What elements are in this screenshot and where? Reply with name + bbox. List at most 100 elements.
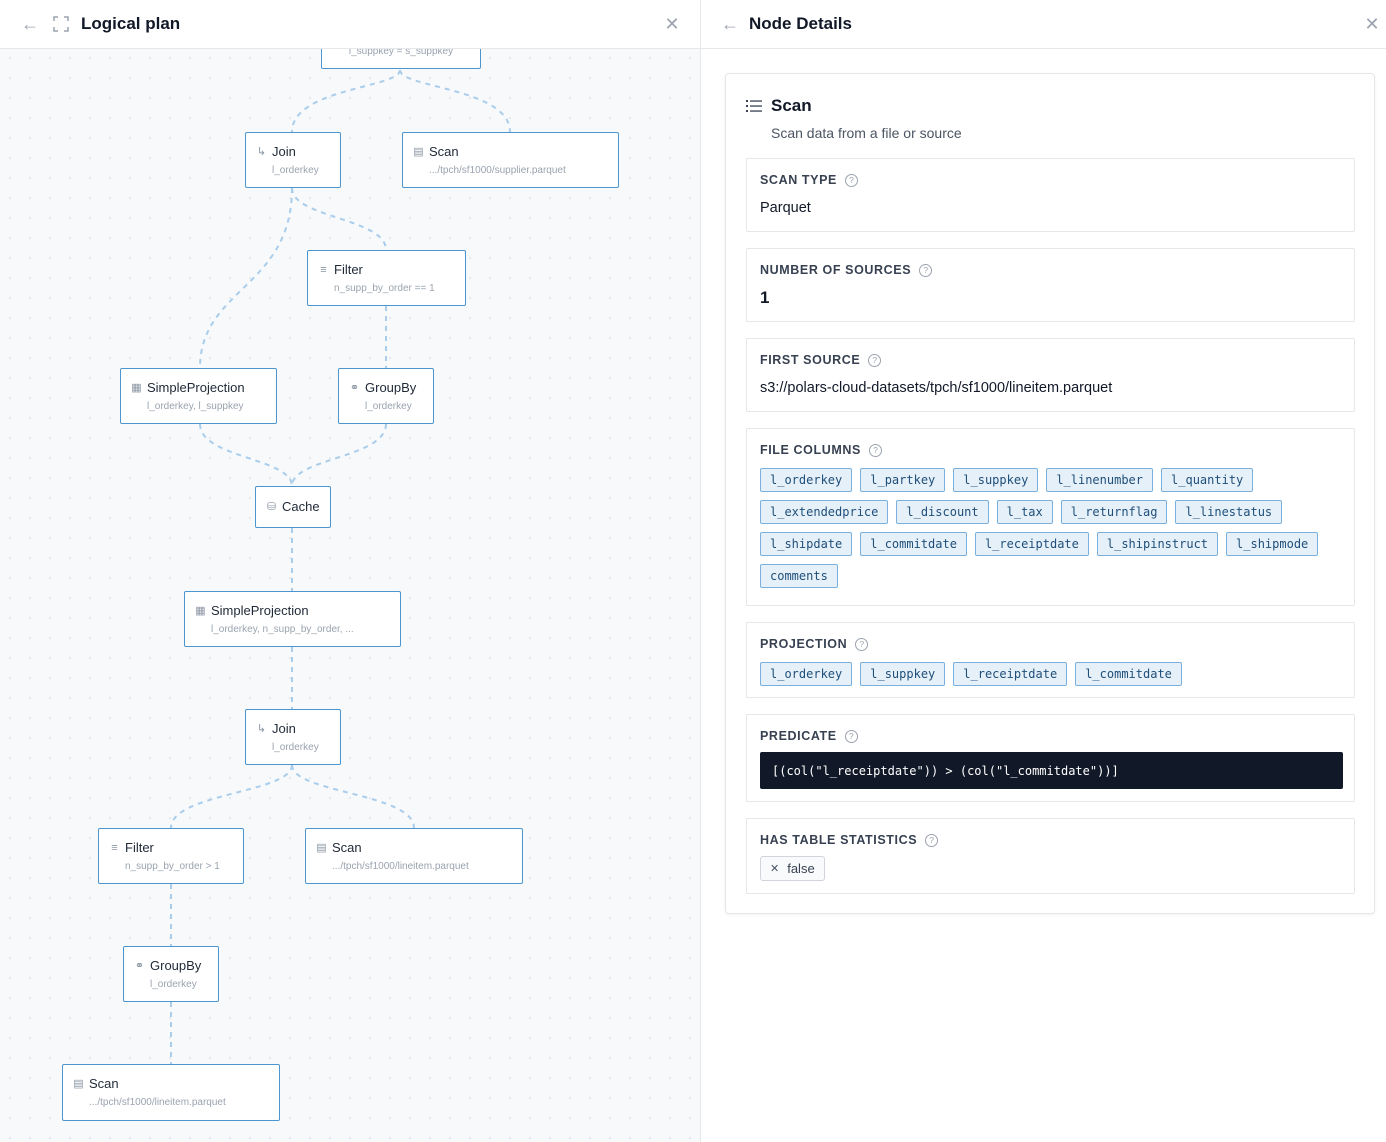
help-icon[interactable]: ? — [925, 833, 939, 847]
logical-plan-header: ← Logical plan ✕ — [0, 0, 700, 49]
column-chip: l_quantity — [1161, 468, 1254, 492]
back-arrow-icon[interactable]: ← — [721, 13, 739, 34]
help-icon[interactable]: ? — [919, 263, 933, 277]
help-icon[interactable]: ? — [868, 353, 882, 367]
first-source-section: FIRST SOURCE? s3://polars-cloud-datasets… — [746, 338, 1355, 412]
back-arrow-icon[interactable]: ← — [21, 13, 39, 34]
node-subtitle: l_orderkey, l_suppkey — [147, 401, 244, 412]
node-subtitle: l_orderkey — [272, 165, 319, 176]
list-icon — [746, 99, 762, 113]
node-title: SimpleProjection — [211, 603, 309, 618]
join-icon: ↳ — [256, 723, 267, 735]
section-label: SCAN TYPE — [760, 173, 837, 187]
plan-node-scan[interactable]: ▤ Scan .../tpch/sf1000/supplier.parquet — [402, 132, 619, 188]
plan-node-filter[interactable]: ≡ Filter n_supp_by_order == 1 — [307, 250, 466, 306]
close-icon[interactable]: ✕ — [664, 13, 680, 34]
database-icon: ⛁ — [266, 501, 277, 513]
panel-title: Logical plan — [81, 14, 181, 33]
column-chip: l_suppkey — [860, 662, 946, 686]
node-details-header: ← Node Details ✕ — [701, 0, 1386, 49]
scan-type-section: SCAN TYPE? Parquet — [746, 158, 1355, 232]
node-title: Scan — [332, 840, 362, 855]
scan-type-value: Parquet — [760, 200, 811, 216]
help-icon[interactable]: ? — [855, 637, 869, 651]
node-title: GroupBy — [150, 958, 202, 973]
node-subtitle: .../tpch/sf1000/lineitem.parquet — [89, 1097, 226, 1108]
first-source-value: s3://polars-cloud-datasets/tpch/sf1000/l… — [760, 380, 1113, 396]
drive-icon: ▤ — [73, 1078, 84, 1090]
plan-node-groupby[interactable]: ⚭ GroupBy l_orderkey — [123, 946, 219, 1002]
plan-canvas[interactable]: l_suppkey = s_suppkey ↳ Join l_orderkey ▤… — [0, 48, 700, 1142]
plan-node-filter[interactable]: ≡Filter n_supp_by_order > 1 — [98, 828, 244, 884]
node-subtitle: .../tpch/sf1000/supplier.parquet — [429, 165, 566, 176]
predicate-code: [(col("l_receiptdate")) > (col("l_commit… — [760, 752, 1343, 789]
help-icon[interactable]: ? — [844, 729, 858, 743]
node-description: Scan data from a file or source — [771, 125, 962, 141]
node-subtitle: l_orderkey — [272, 742, 319, 753]
plan-node-scan[interactable]: ▤ Scan .../tpch/sf1000/lineitem.parquet — [305, 828, 523, 884]
column-chip: comments — [760, 564, 838, 588]
column-chip: l_shipinstruct — [1096, 532, 1219, 556]
column-chip: l_orderkey — [760, 662, 853, 686]
plan-node-groupby[interactable]: ⚭ GroupBy l_orderkey — [338, 368, 434, 424]
node-subtitle: n_supp_by_order == 1 — [334, 283, 435, 294]
node-title: Join — [272, 144, 296, 159]
table-statistics-section: HAS TABLE STATISTICS? ✕ false — [746, 818, 1355, 894]
node-title: Filter — [125, 840, 154, 855]
node-subtitle: l_orderkey — [150, 979, 197, 990]
node-name: Scan — [771, 96, 812, 115]
node-subtitle: n_supp_by_order > 1 — [125, 861, 220, 872]
node-title: Join — [272, 721, 296, 736]
fullscreen-icon[interactable] — [51, 14, 71, 34]
predicate-section: PREDICATE? [(col("l_receiptdate")) > (co… — [746, 714, 1355, 802]
column-chip: l_receiptdate — [953, 662, 1068, 686]
plan-node-simpleprojection[interactable]: ▦SimpleProjection l_orderkey, l_suppkey — [120, 368, 277, 424]
node-heading: Scan Scan data from a file or source — [746, 96, 962, 141]
node-title: Scan — [429, 144, 459, 159]
join-icon: ↳ — [256, 146, 267, 158]
section-label: HAS TABLE STATISTICS — [760, 833, 918, 847]
column-chip: l_shipdate — [760, 532, 853, 556]
groupby-icon: ⚭ — [134, 960, 145, 972]
number-of-sources-section: NUMBER OF SOURCES? 1 — [746, 248, 1355, 322]
filter-icon: ≡ — [320, 263, 327, 276]
section-label: FILE COLUMNS — [760, 443, 861, 457]
node-title: GroupBy — [365, 380, 417, 395]
close-icon[interactable]: ✕ — [1364, 13, 1380, 34]
column-chip: l_commitdate — [1075, 662, 1182, 686]
plan-node-join-top[interactable]: l_suppkey = s_suppkey — [321, 48, 481, 69]
node-title: Cache — [282, 499, 320, 514]
projection-section: PROJECTION? l_orderkey l_suppkey l_recei… — [746, 622, 1355, 698]
column-chip: l_partkey — [860, 468, 946, 492]
help-icon[interactable]: ? — [844, 173, 858, 187]
plan-node-scan-selected[interactable]: ▤Scan .../tpch/sf1000/lineitem.parquet — [62, 1064, 280, 1121]
section-label: NUMBER OF SOURCES — [760, 263, 912, 277]
column-chip: l_receiptdate — [974, 532, 1089, 556]
help-icon[interactable]: ? — [868, 443, 882, 457]
column-chip: l_extendedprice — [760, 500, 889, 524]
node-subtitle: .../tpch/sf1000/lineitem.parquet — [332, 861, 469, 872]
node-subtitle: l_orderkey — [365, 401, 412, 412]
column-chip: l_returnflag — [1060, 500, 1168, 524]
boolean-value: false — [787, 861, 815, 876]
column-chip: l_linenumber — [1046, 468, 1154, 492]
boolean-badge: ✕ false — [760, 856, 825, 881]
plan-node-join[interactable]: ↳ Join l_orderkey — [245, 132, 341, 188]
groupby-icon: ⚭ — [349, 382, 360, 394]
plan-node-simpleprojection[interactable]: ▦SimpleProjection l_orderkey, n_supp_by_… — [184, 591, 401, 647]
drive-icon: ▤ — [413, 146, 424, 158]
file-columns-list: l_orderkey l_partkey l_suppkey l_linenum… — [760, 468, 1345, 588]
plan-node-cache[interactable]: ⛁ Cache — [255, 486, 331, 528]
column-chip: l_discount — [896, 500, 989, 524]
section-label: PROJECTION — [760, 637, 848, 651]
table-icon: ▦ — [195, 605, 206, 617]
node-details-panel: ← Node Details ✕ Scan Scan data from a f… — [701, 0, 1386, 1142]
node-details-card: Scan Scan data from a file or source SCA… — [725, 73, 1375, 914]
node-title: Filter — [334, 262, 363, 277]
section-label: FIRST SOURCE — [760, 353, 861, 367]
plan-node-join[interactable]: ↳ Join l_orderkey — [245, 709, 341, 765]
column-chip: l_suppkey — [953, 468, 1039, 492]
column-chip: l_linestatus — [1175, 500, 1283, 524]
drive-icon: ▤ — [316, 842, 327, 854]
node-subtitle: l_suppkey = s_suppkey — [348, 48, 454, 57]
